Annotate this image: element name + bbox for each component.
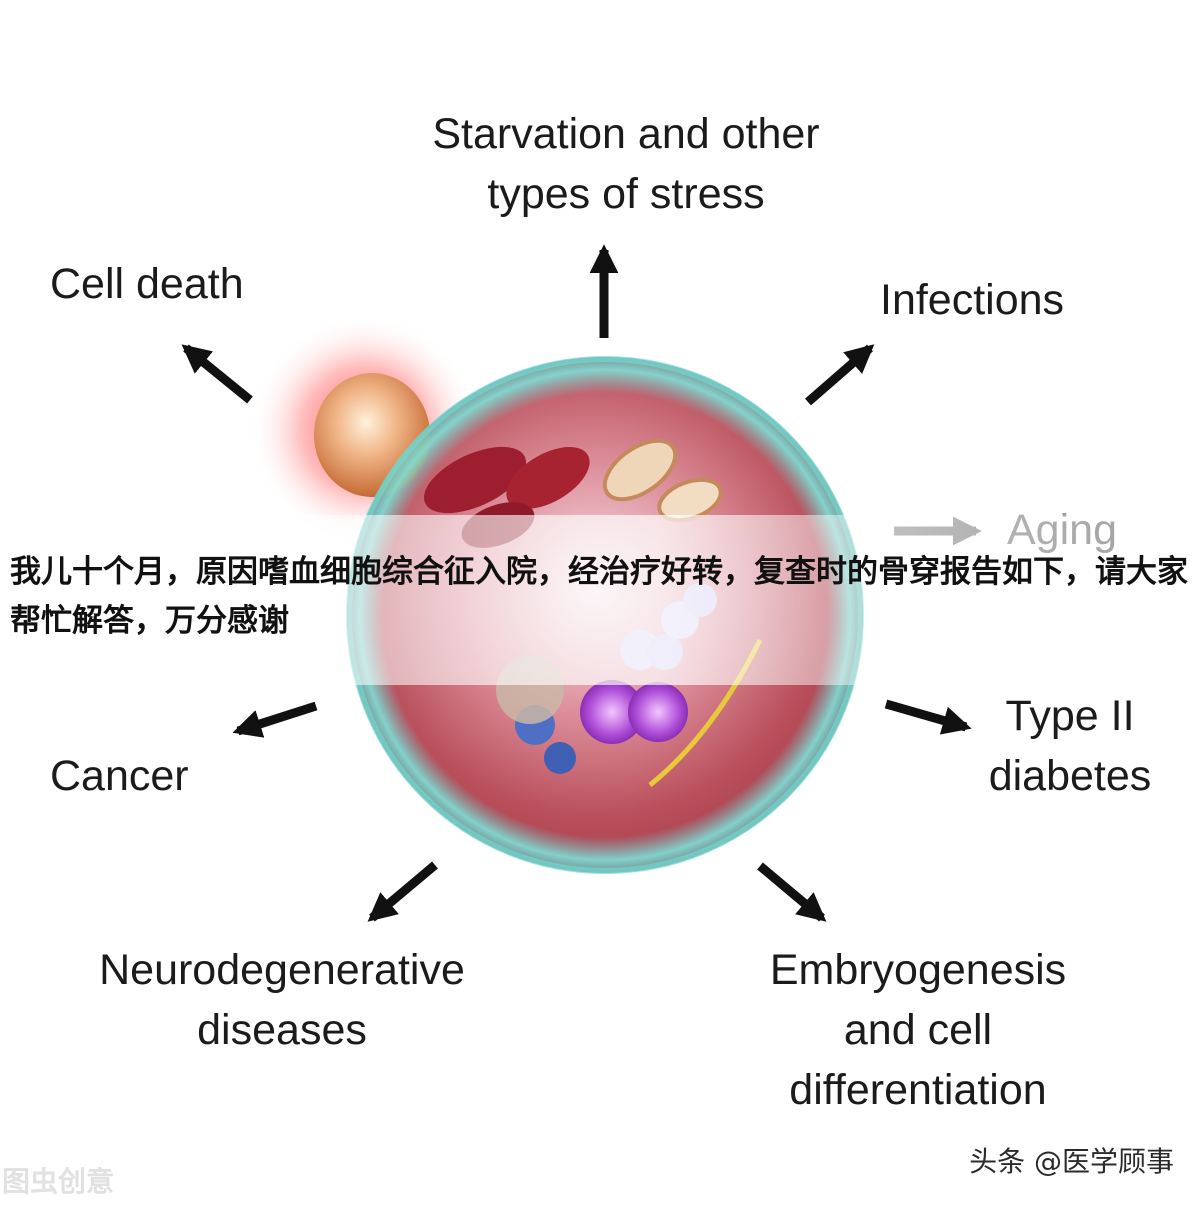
arrow-cancer [232,701,318,738]
label-line: Starvation and other [432,110,820,158]
label-line: Cell death [50,260,244,308]
question-caption: 我儿十个月，原因嗜血细胞综合征入院，经治疗好转，复查时的骨穿报告如下，请大家帮忙… [10,554,1188,639]
label-starvation: Starvation and other types of stress [396,104,856,224]
arrow-neurodegenerative [367,861,438,922]
label-line: and cell [843,1006,993,1054]
arrow-embryogenesis [757,862,827,922]
label-line: Cancer [50,752,189,800]
arrow-cell-death [181,344,253,404]
label-line: Infections [880,276,1065,324]
label-infections: Infections [880,270,1064,330]
label-line: differentiation [789,1066,1047,1114]
arrow-infections [805,344,875,406]
stock-watermark: 图虫创意 [2,1165,115,1198]
virus-particles [580,680,688,744]
label-embryogenesis: Embryogenesis and cell differentiation [738,940,1098,1120]
label-line: types of stress [487,170,765,218]
label-line: Neurodegenerative [99,946,465,994]
author-watermark: 头条 @医学顾事 [969,1145,1174,1178]
label-neurodegenerative: Neurodegenerative diseases [62,940,502,1060]
vesicles [602,438,723,523]
label-cell-death: Cell death [50,254,244,314]
label-line: Type II [1005,692,1135,740]
label-cancer: Cancer [50,746,189,806]
label-line: diabetes [988,752,1152,800]
label-type2-diabetes: Type II diabetes [972,686,1168,806]
label-line: diseases [197,1006,367,1054]
caption-banner [0,515,1200,685]
label-line: Embryogenesis [769,946,1067,994]
arrow-type2-diabetes [884,699,972,735]
